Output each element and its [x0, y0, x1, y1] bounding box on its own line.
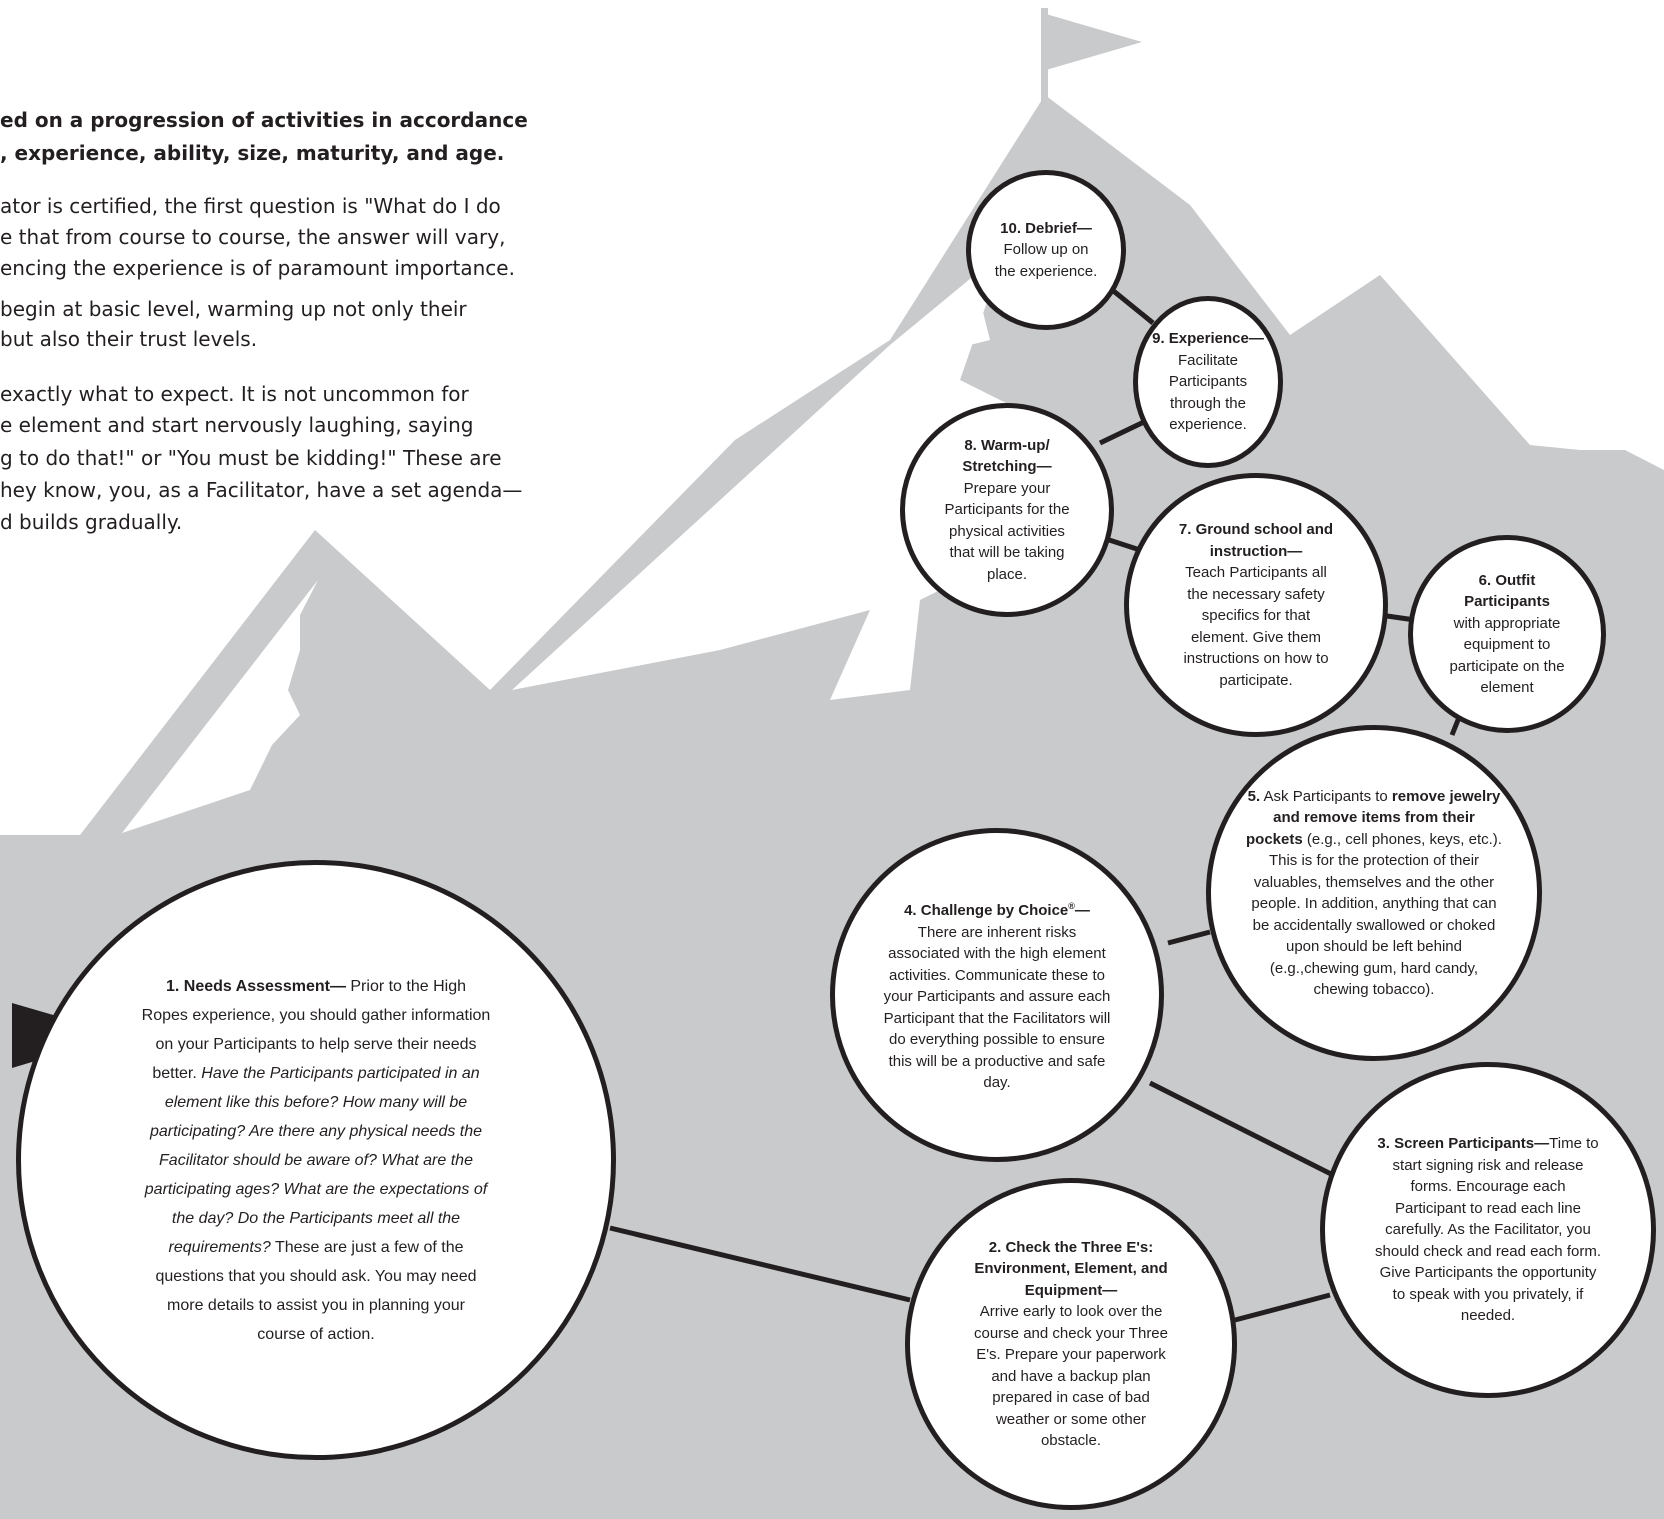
step-3-title: 3. Screen Participants— — [1377, 1135, 1550, 1153]
snow-cap-right — [925, 300, 990, 380]
step-7-text: Teach Participants all the necessary saf… — [1183, 564, 1329, 689]
step-7-ground-school: 7. Ground school and instruction— Teach … — [1124, 473, 1388, 737]
step-6-outfit-participants: 6. Outfit Participants with appropriate … — [1408, 535, 1606, 733]
intro-para1-line-3: encing the experience is of paramount im… — [0, 256, 515, 280]
intro-para2-line-3: g to do that!" or "You must be kidding!"… — [0, 446, 502, 470]
intro-para1-line-4: begin at basic level, warming up not onl… — [0, 297, 467, 321]
step-2-title: 2. Check the Three E's: Environment, Ele… — [974, 1238, 1168, 1299]
step-8-warm-up-stretching: 8. Warm-up/ Stretching— Prepare your Par… — [900, 403, 1114, 617]
intro-para1-line-2: e that from course to course, the answer… — [0, 225, 506, 249]
step-1-questions: Have the Participants participated in an… — [144, 1064, 488, 1256]
step-10-text: Follow up on the experience. — [994, 241, 1098, 280]
step-7-title: 7. Ground school and instruction— — [1178, 521, 1334, 560]
step-6-text: with appropriate equipment to participat… — [1449, 614, 1565, 697]
step-6-title: 6. Outfit Participants — [1464, 571, 1550, 611]
step-5-text: Ask Participants to — [1260, 787, 1392, 805]
intro-para2-line-1: exactly what to expect. It is not uncomm… — [0, 382, 469, 406]
step-5-number: 5. — [1247, 787, 1261, 805]
step-1-title: 1. Needs Assessment— — [166, 977, 346, 995]
step-9-title: 9. Experience— — [1152, 330, 1264, 348]
step-9-text: Facilitate Participants through the expe… — [1168, 351, 1248, 434]
step-1-text: Prior to the High Ropes experience, you … — [141, 977, 491, 1082]
step-5-bold: remove jewelry and remove items from the… — [1246, 787, 1501, 848]
step-9-experience: 9. Experience— Facilitate Participants t… — [1133, 296, 1283, 468]
step-4-text: There are inherent risks associated with… — [883, 923, 1111, 1092]
step-5-remove-items: 5. Ask Participants to remove jewelry an… — [1206, 725, 1542, 1061]
flag — [1046, 14, 1142, 70]
intro-para2-line-2: e element and start nervously laughing, … — [0, 413, 474, 437]
intro-bold-line-1: ed on a progression of activities in acc… — [0, 108, 528, 132]
step-4-title: 4. Challenge by Choice®— — [904, 901, 1090, 920]
intro-para2-line-5: d builds gradually. — [0, 510, 183, 534]
snow-cap-center — [512, 250, 1045, 700]
intro-bold-line-2: , experience, ability, size, maturity, a… — [0, 141, 505, 165]
step-8-title: 8. Warm-up/ Stretching— — [962, 436, 1052, 476]
step-3-screen-participants: 3. Screen Participants—Time to start sig… — [1320, 1062, 1656, 1398]
step-2-text: Arrive early to look over the course and… — [974, 1303, 1168, 1449]
step-10-debrief: 10. Debrief— Follow up on the experience… — [966, 170, 1126, 330]
step-4-challenge-by-choice: 4. Challenge by Choice®— There are inher… — [830, 828, 1164, 1162]
step-8-text: Prepare your Participants for the physic… — [944, 479, 1070, 583]
intro-para1-line-5: but also their trust levels. — [0, 327, 258, 351]
step-1-needs-assessment: 1. Needs Assessment— Prior to the High R… — [16, 860, 616, 1460]
snow-cap-left — [122, 580, 318, 833]
step-1-text-end: These are just a few of the questions th… — [155, 1238, 477, 1343]
step-3-text: Time to start signing risk and release f… — [1375, 1135, 1601, 1325]
step-10-title: 10. Debrief— — [1000, 219, 1092, 237]
intro-para1-line-1: ator is certified, the first question is… — [0, 194, 501, 218]
step-5-text-end: (e.g., cell phones, keys, etc.). This is… — [1251, 830, 1502, 999]
flag-pole — [1041, 8, 1048, 108]
step-2-check-three-es: 2. Check the Three E's: Environment, Ele… — [905, 1178, 1237, 1510]
intro-para2-line-4: hey know, you, as a Facilitator, have a … — [0, 478, 523, 502]
